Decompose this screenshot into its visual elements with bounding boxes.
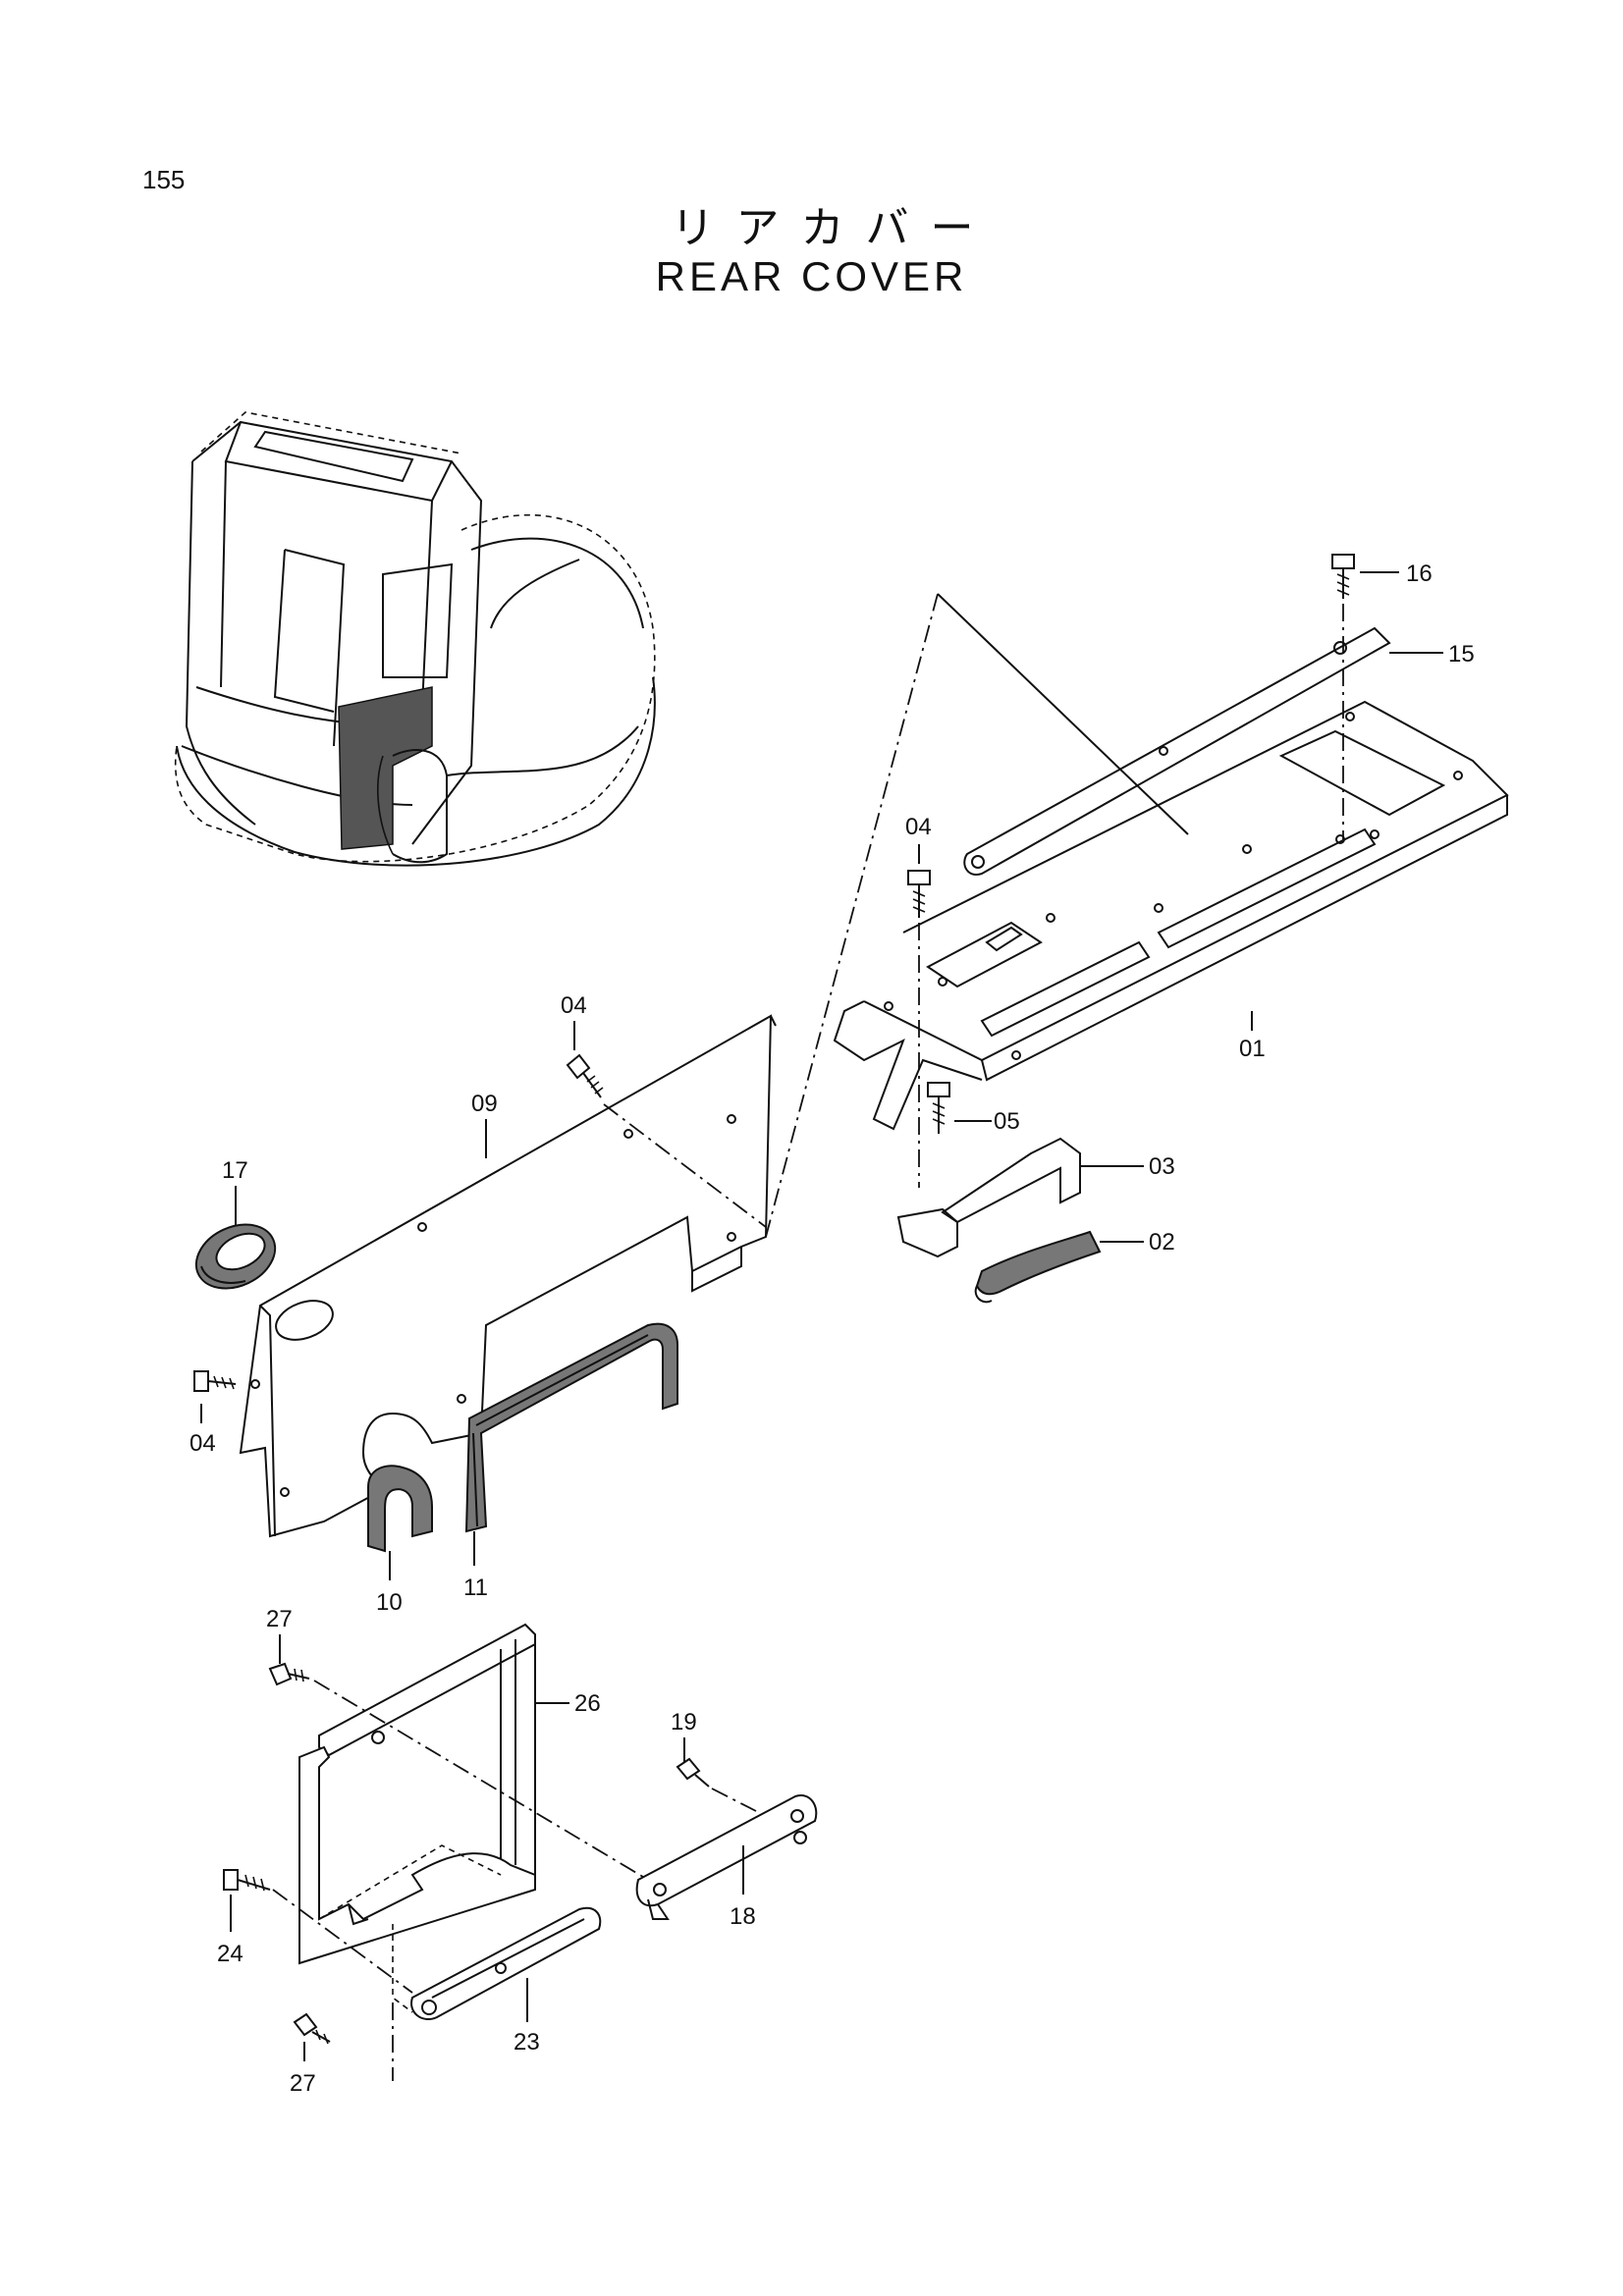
page-number: 155 — [142, 165, 186, 194]
callout-17: 17 — [222, 1157, 248, 1184]
callout-11: 11 — [463, 1575, 488, 1601]
title-english: REAR COVER — [655, 253, 968, 299]
callout-04-cover: 04 — [561, 992, 587, 1019]
callout-04-upper: 04 — [905, 814, 932, 840]
callout-04-left: 04 — [189, 1430, 216, 1457]
detail-leader-lower — [765, 593, 939, 1238]
callout-23: 23 — [514, 2029, 540, 2056]
callout-15: 15 — [1448, 641, 1475, 667]
callout-09: 09 — [471, 1091, 498, 1117]
callout-leaders — [200, 571, 1443, 2061]
lower-bracket-assembly — [223, 1623, 818, 2081]
callout-03: 03 — [1149, 1153, 1175, 1180]
callout-26: 26 — [574, 1690, 601, 1717]
detail-leader-upper — [937, 593, 1189, 835]
callout-18: 18 — [730, 1903, 756, 1930]
callout-27-top: 27 — [266, 1606, 293, 1632]
seal-strip — [464, 1322, 678, 1533]
callout-10: 10 — [376, 1589, 403, 1616]
callout-16: 16 — [1406, 561, 1433, 587]
callout-27-bottom: 27 — [290, 2070, 316, 2097]
callout-02: 02 — [1149, 1229, 1175, 1255]
callout-19: 19 — [671, 1709, 697, 1735]
callout-05: 05 — [994, 1108, 1020, 1135]
u-seal — [367, 1465, 433, 1553]
frame-plate-assembly — [833, 554, 1509, 1304]
title-japanese: リアカバー — [671, 203, 996, 253]
callout-01: 01 — [1239, 1036, 1266, 1062]
excavator-overview — [174, 411, 656, 867]
grommet-ring — [194, 1223, 277, 1290]
callout-24: 24 — [217, 1941, 243, 1967]
